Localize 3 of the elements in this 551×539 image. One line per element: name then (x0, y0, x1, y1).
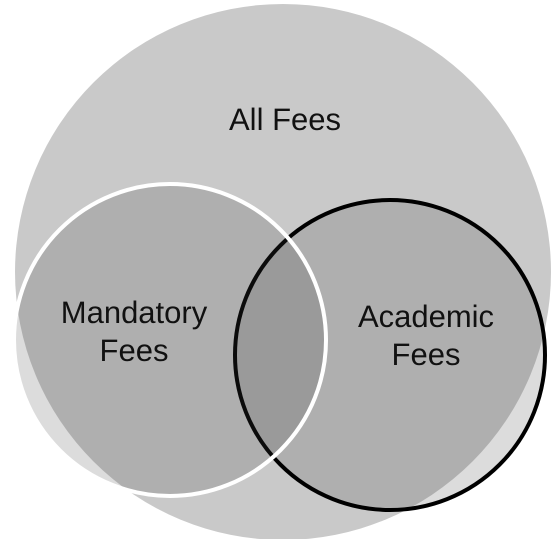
set-label: Academic Fees (356, 298, 496, 374)
set-label: Mandatory Fees (60, 294, 208, 370)
set-label: All Fees (228, 101, 342, 139)
